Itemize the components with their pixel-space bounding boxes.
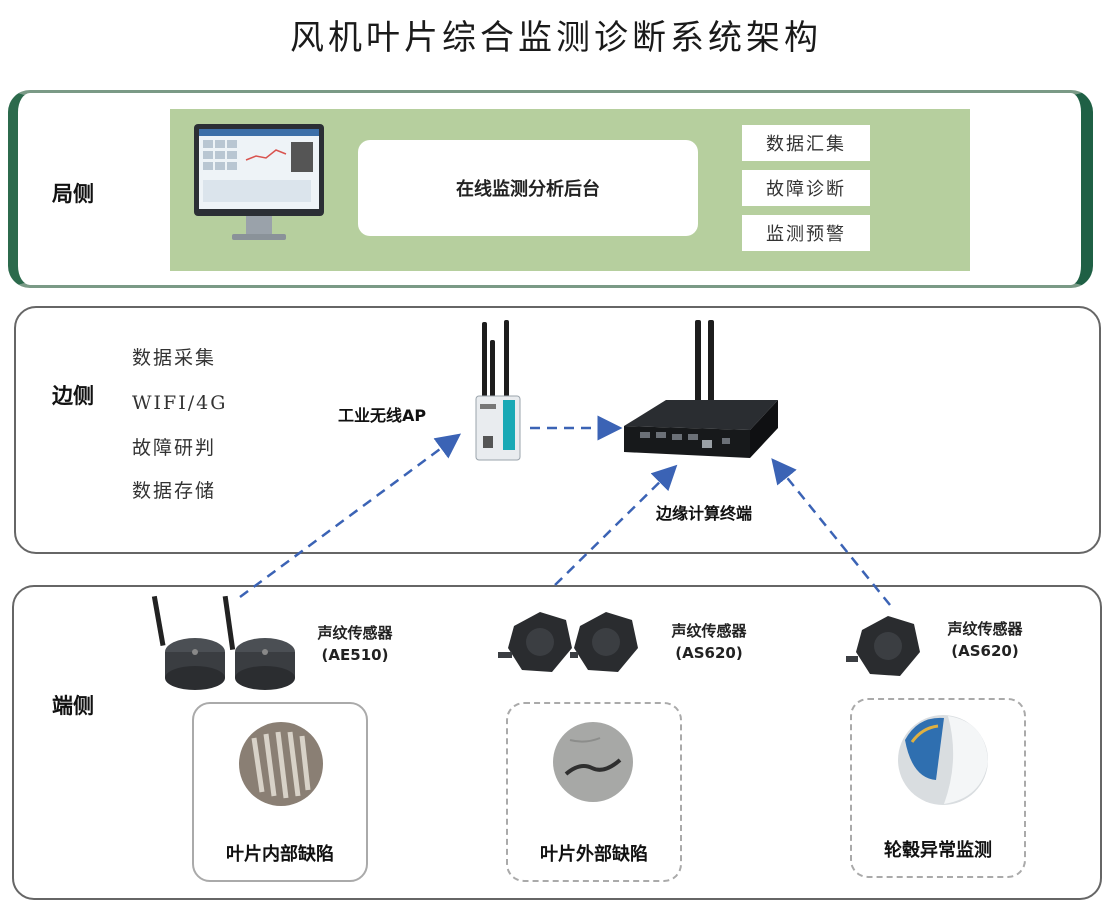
edge-terminal-label: 边缘计算终端 <box>656 504 753 523</box>
arrow-sensor-to-terminal-2 <box>771 458 891 606</box>
defect-label: 轮毂异常监测 <box>884 840 992 861</box>
sensor-as620-label-1: 声纹传感器 (AS620) <box>654 620 764 664</box>
online-monitoring-platform: 在线监测分析后台 <box>358 140 698 236</box>
sensor-model: (AS620) <box>951 642 1019 660</box>
cloud-function-monitoring-alert: 监测预警 <box>742 215 870 251</box>
device-tier-label: 端侧 <box>52 694 94 718</box>
defect-card-hub: 轮毂异常监测 <box>850 698 1026 878</box>
cloud-function-data-aggregation: 数据汇集 <box>742 125 870 161</box>
edge-function-wifi-4g: WIFI/4G <box>132 392 228 414</box>
edge-function-fault-analysis: 故障研判 <box>132 437 217 459</box>
sensor-name: 声纹传感器 <box>671 622 747 640</box>
defect-card-blade-inner: 叶片内部缺陷 <box>192 702 368 882</box>
defect-card-blade-outer: 叶片外部缺陷 <box>506 702 682 882</box>
page-title: 风机叶片综合监测诊断系统架构 <box>290 18 822 58</box>
defect-label: 叶片内部缺陷 <box>226 844 334 865</box>
blade-inner-photo <box>239 722 323 806</box>
defect-label: 叶片外部缺陷 <box>540 844 648 865</box>
sensor-ae510-label: 声纹传感器 (AE510) <box>300 622 410 666</box>
arrow-sensor-to-terminal-1 <box>554 464 678 586</box>
cloud-tier-label: 局侧 <box>52 182 94 206</box>
sensor-model: (AS620) <box>675 644 743 662</box>
blade-outer-photo <box>553 722 633 802</box>
sensor-model: (AE510) <box>321 646 389 664</box>
wireless-ap-label: 工业无线AP <box>338 406 427 425</box>
edge-tier-label: 边侧 <box>52 384 94 408</box>
edge-tier-panel <box>14 306 1101 554</box>
sensor-name: 声纹传感器 <box>947 620 1023 638</box>
edge-function-data-collection: 数据采集 <box>132 347 217 369</box>
sensor-name: 声纹传感器 <box>317 624 393 642</box>
edge-function-data-storage: 数据存储 <box>132 480 217 502</box>
cloud-function-fault-diagnosis: 故障诊断 <box>742 170 870 206</box>
hub-photo <box>898 715 988 805</box>
arrow-sensor-to-ap <box>239 433 462 599</box>
sensor-as620-label-2: 声纹传感器 (AS620) <box>930 618 1040 662</box>
